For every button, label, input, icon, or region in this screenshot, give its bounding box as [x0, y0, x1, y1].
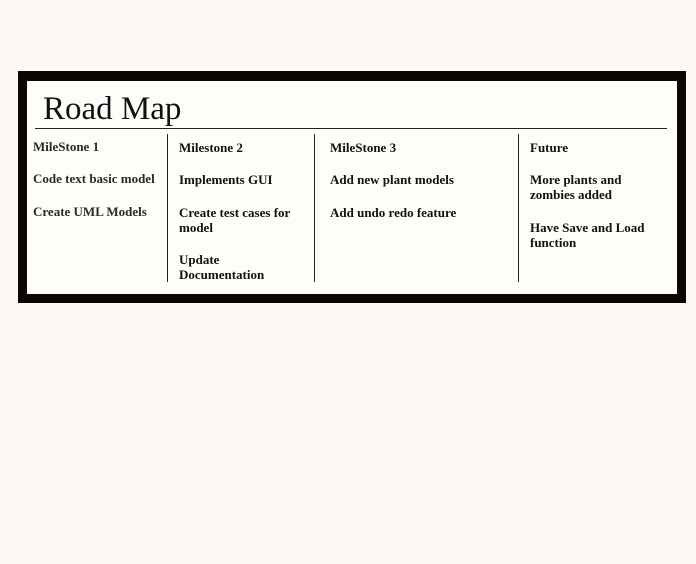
future-heading: Future: [530, 140, 569, 155]
title-underline: [35, 128, 667, 129]
milestone-2-item: Implements GUI: [179, 172, 273, 187]
future-item: More plants and zombies added: [530, 172, 622, 202]
milestone-1-heading: MileStone 1: [33, 139, 100, 154]
future-column: Future More plants and zombies added Hav…: [518, 134, 667, 282]
milestone-3-column: MileStone 3 Add new plant models Add und…: [314, 134, 518, 282]
milestone-2-column: Milestone 2 Implements GUI Create test c…: [167, 134, 314, 282]
milestone-1-item: Code text basic model: [33, 171, 155, 186]
milestone-2-item: Update Documentation: [179, 252, 265, 282]
milestone-3-heading: MileStone 3: [330, 140, 397, 155]
milestone-2-heading: Milestone 2: [179, 140, 243, 155]
milestone-3-item: Add undo redo feature: [330, 205, 457, 220]
roadmap-title: Road Map: [43, 91, 182, 127]
future-item: Have Save and Load function: [530, 220, 645, 250]
milestone-2-item: Create test cases for model: [179, 205, 291, 235]
roadmap-frame: Road Map MileStone 1 Code text basic mod…: [18, 71, 686, 303]
milestone-1-column: MileStone 1 Code text basic model Create…: [33, 134, 167, 282]
milestone-3-item: Add new plant models: [330, 172, 454, 187]
milestone-1-item: Create UML Models: [33, 204, 147, 219]
